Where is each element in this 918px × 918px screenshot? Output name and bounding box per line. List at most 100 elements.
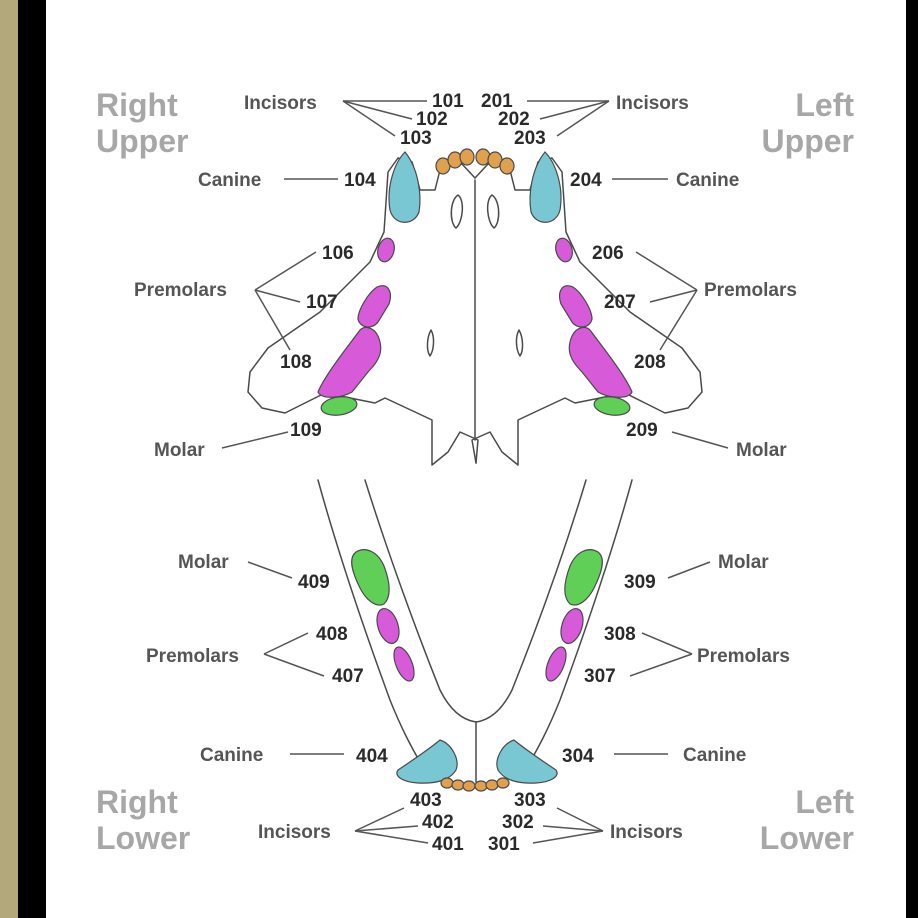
number-307: 307	[584, 666, 616, 687]
label-molar-lower-left: Molar	[718, 552, 769, 573]
tooth-108	[317, 326, 382, 398]
number-402: 402	[422, 812, 454, 833]
leader-403	[354, 807, 405, 832]
leader-109	[221, 431, 289, 449]
number-401: 401	[432, 834, 464, 855]
leader-203	[556, 100, 610, 137]
number-408: 408	[316, 624, 348, 645]
tooth-109	[320, 396, 358, 416]
number-106: 106	[322, 243, 354, 264]
number-208: 208	[634, 352, 666, 373]
number-201: 201	[481, 91, 513, 112]
tooth-303	[496, 777, 510, 789]
lower-jaw-outer-left	[529, 479, 633, 763]
label-incisors-upper-right: Incisors	[244, 93, 317, 114]
tooth-309	[564, 549, 603, 606]
quadrant-left-upper-line2: Upper	[762, 123, 854, 159]
number-103: 103	[400, 128, 432, 149]
leader-409	[247, 561, 293, 579]
tooth-401	[462, 780, 476, 792]
leader-103	[342, 100, 396, 137]
quadrant-right-lower-line1: Right	[96, 784, 178, 820]
leader-303	[556, 807, 604, 832]
leader-309	[667, 561, 711, 579]
tooth-409	[351, 549, 390, 606]
quadrant-left-lower-line1: Left	[795, 784, 854, 820]
number-403: 403	[410, 790, 442, 811]
number-202: 202	[498, 109, 530, 130]
number-204: 204	[570, 170, 602, 191]
number-203: 203	[514, 128, 546, 149]
label-molar-upper-right: Molar	[154, 440, 205, 461]
tooth-208	[568, 326, 633, 398]
leader-301	[532, 830, 604, 844]
leader-108	[254, 289, 291, 351]
leader-202	[539, 100, 610, 120]
leader-407	[263, 653, 325, 677]
number-107: 107	[306, 292, 338, 313]
leader-102	[342, 100, 413, 120]
number-301: 301	[488, 834, 520, 855]
leader-208	[659, 289, 698, 351]
tooth-207	[559, 285, 593, 328]
label-premolars-lower-left: Premolars	[697, 646, 790, 667]
tooth-407	[393, 646, 415, 682]
number-101: 101	[432, 91, 464, 112]
tooth-304	[496, 739, 558, 784]
quadrant-right-upper-line2: Upper	[96, 123, 188, 159]
label-molar-upper-left: Molar	[736, 440, 787, 461]
upper-right-fissure	[450, 194, 464, 229]
number-206: 206	[592, 243, 624, 264]
leader-307	[629, 653, 693, 677]
tooth-404	[396, 739, 458, 784]
label-canine-upper-left: Canine	[676, 170, 739, 191]
tooth-307	[545, 646, 567, 682]
leader-402	[354, 825, 419, 832]
quadrant-left-upper-line1: Left	[795, 87, 854, 123]
upper-right-foramen	[426, 329, 435, 357]
tooth-209	[593, 396, 631, 416]
label-canine-lower-right: Canine	[200, 745, 263, 766]
label-molar-lower-right: Molar	[178, 552, 229, 573]
leader-401	[354, 830, 429, 844]
tooth-206	[555, 237, 573, 263]
leader-408	[263, 632, 309, 655]
tooth-104	[388, 151, 421, 223]
number-308: 308	[604, 624, 636, 645]
label-incisors-lower-right: Incisors	[258, 822, 331, 843]
number-309: 309	[624, 572, 656, 593]
quadrant-right-lower-line2: Lower	[96, 820, 190, 856]
lower-jaw-outer-right	[317, 479, 421, 763]
label-premolars-upper-right: Premolars	[134, 280, 227, 301]
leader-209	[671, 431, 729, 449]
label-incisors-upper-left: Incisors	[616, 93, 689, 114]
label-premolars-lower-right: Premolars	[146, 646, 239, 667]
leader-302	[542, 825, 604, 832]
tooth-302	[485, 779, 499, 791]
tooth-402	[451, 779, 465, 791]
tooth-301	[474, 780, 488, 792]
label-canine-upper-right: Canine	[198, 170, 261, 191]
tooth-308	[560, 608, 584, 644]
tooth-204	[529, 151, 562, 223]
number-108: 108	[280, 352, 312, 373]
leader-207	[649, 289, 698, 303]
leader-308	[641, 632, 693, 655]
leader-106	[254, 251, 317, 291]
tooth-101	[459, 148, 475, 166]
lower-jaw-inner	[364, 479, 587, 723]
number-409: 409	[298, 572, 330, 593]
quadrant-left-lower-line2: Lower	[760, 820, 854, 856]
number-404: 404	[356, 746, 388, 767]
number-109: 109	[290, 420, 322, 441]
tooth-408	[376, 608, 400, 644]
number-407: 407	[332, 666, 364, 687]
number-302: 302	[502, 812, 534, 833]
leader-206	[635, 251, 698, 291]
label-incisors-lower-left: Incisors	[610, 822, 683, 843]
tooth-107	[357, 285, 391, 328]
upper-left-fissure	[486, 194, 500, 229]
tooth-106	[377, 237, 395, 263]
